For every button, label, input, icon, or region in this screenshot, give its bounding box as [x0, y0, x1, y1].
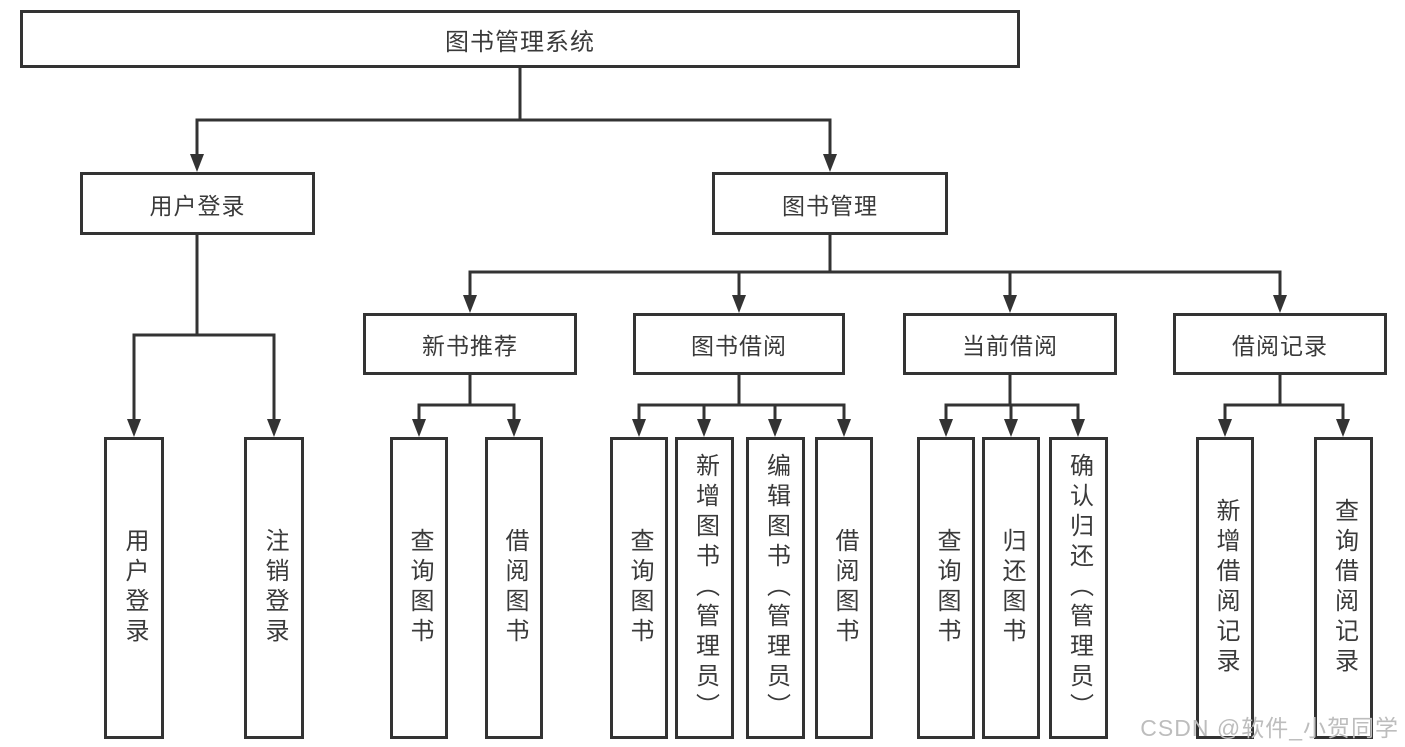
leaf-user-login: 用户登录	[104, 437, 164, 739]
leaf-add-book-admin: 新增图书（管理员）	[675, 437, 734, 739]
leaf-borrow-books-recommend: 借阅图书	[485, 437, 543, 739]
node-user-login: 用户登录	[80, 172, 315, 235]
leaf-query-books-borrow: 查询图书	[610, 437, 668, 739]
node-library-management-system: 图书管理系统	[20, 10, 1020, 68]
node-borrow-records: 借阅记录	[1173, 313, 1387, 375]
leaf-borrow-books-borrow: 借阅图书	[815, 437, 873, 739]
leaf-add-borrow-record: 新增借阅记录	[1196, 437, 1254, 739]
leaf-edit-book-admin: 编辑图书（管理员）	[746, 437, 805, 739]
node-current-borrow: 当前借阅	[903, 313, 1117, 375]
leaf-return-book: 归还图书	[982, 437, 1040, 739]
node-book-borrow: 图书借阅	[633, 313, 845, 375]
node-book-management: 图书管理	[712, 172, 948, 235]
leaf-logout: 注销登录	[244, 437, 304, 739]
leaf-query-books-current: 查询图书	[917, 437, 975, 739]
csdn-watermark: CSDN @软件_小贺同学	[1140, 715, 1399, 741]
node-new-book-recommend: 新书推荐	[363, 313, 577, 375]
leaf-query-borrow-record: 查询借阅记录	[1314, 437, 1373, 739]
leaf-query-books-recommend: 查询图书	[390, 437, 448, 739]
leaf-confirm-return-admin: 确认归还（管理员）	[1049, 437, 1108, 739]
